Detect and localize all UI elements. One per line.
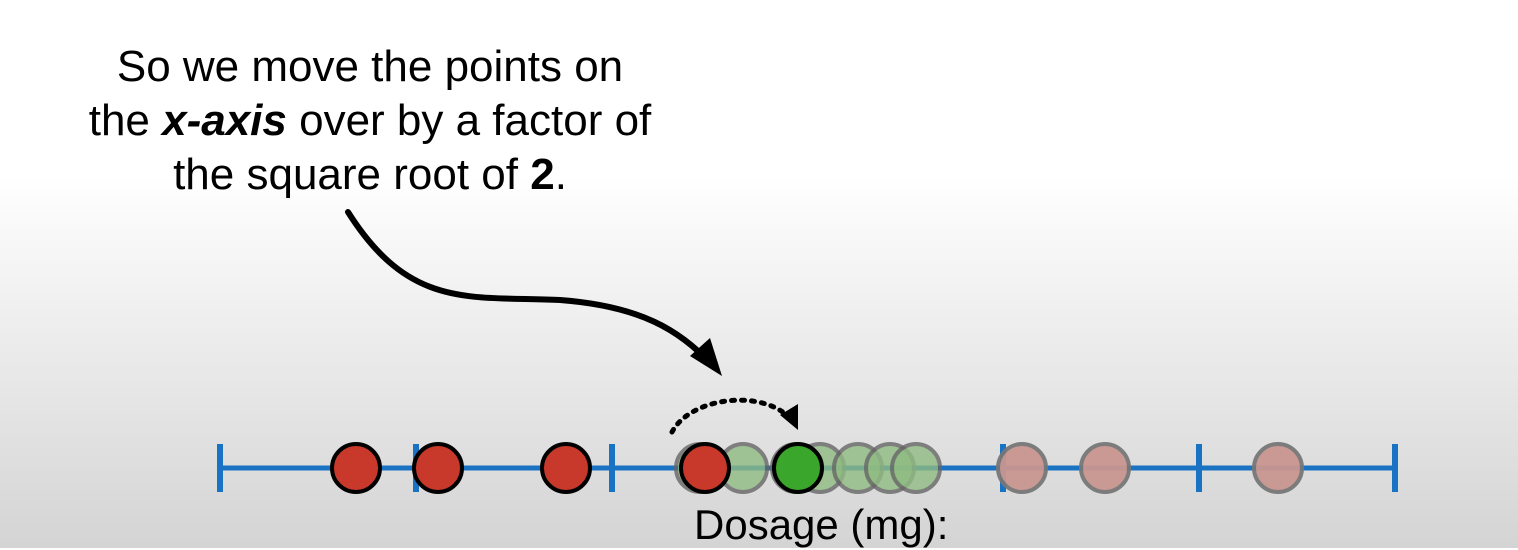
original-point-1	[330, 442, 382, 494]
dotted-shift-arrowhead	[780, 404, 798, 430]
caption-line-2: the x-axis over by a factor of	[40, 94, 700, 148]
faded-point-2	[1079, 442, 1131, 494]
caption-text: So we move the points on the x-axis over…	[40, 40, 700, 202]
dotted-shift-arrow	[669, 397, 793, 435]
original-point-4	[679, 442, 731, 494]
caption-line-3-suffix: .	[554, 150, 567, 199]
x-axis-emphasis: x-axis	[162, 96, 287, 145]
caption-line-2-suffix: over by a factor of	[286, 96, 652, 145]
caption-line-3: the square root of 2.	[40, 148, 700, 202]
caption-line-2-prefix: the	[88, 96, 163, 145]
curved-pointer-arrow	[345, 209, 715, 368]
axis-label: Dosage (mg):	[694, 501, 949, 548]
sqrt-value: 2	[530, 150, 555, 199]
original-point-3	[540, 442, 592, 494]
shifted-point-7	[890, 442, 942, 494]
curved-pointer-arrowhead	[690, 338, 722, 376]
faded-point-3	[1252, 442, 1304, 494]
highlight-point	[772, 442, 824, 494]
original-point-2	[412, 442, 464, 494]
caption-line-3-prefix: the square root of	[173, 150, 531, 199]
caption-line-1: So we move the points on	[116, 42, 624, 91]
faded-point-1	[996, 442, 1048, 494]
data-points	[330, 442, 1304, 494]
